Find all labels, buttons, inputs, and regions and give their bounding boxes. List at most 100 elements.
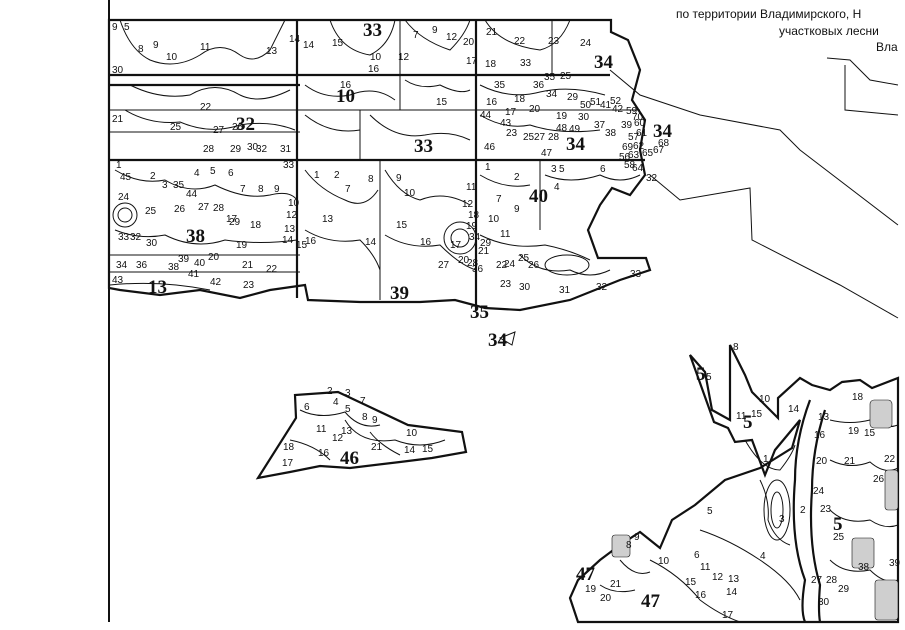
plot-label: 32	[596, 282, 608, 293]
plot-label: 10	[288, 198, 300, 209]
plot-label: 22	[200, 102, 212, 113]
plot-label: 39	[889, 558, 901, 569]
plot-label: 15	[751, 409, 763, 420]
plot-label: 41	[600, 100, 612, 111]
plot-label: 28	[203, 144, 215, 155]
plot-label: 9	[396, 173, 402, 184]
plot-label: 43	[500, 118, 512, 129]
plot-label: 59	[626, 106, 638, 117]
plot-label: 8	[138, 44, 144, 55]
plot-label: 28	[826, 575, 838, 586]
plot-label: 14	[404, 445, 416, 456]
plot-label: 11	[700, 562, 711, 573]
plot-label: 67	[653, 145, 665, 156]
plot-label: 33	[283, 160, 295, 171]
plot-label: 18	[485, 59, 497, 70]
plot-label: 12	[398, 52, 410, 63]
plot-label: 20	[208, 252, 220, 263]
plot-label: 13	[728, 574, 740, 585]
plot-label: 9	[372, 415, 378, 426]
plot-label: 12	[462, 199, 474, 210]
plot-label: 19	[466, 221, 478, 232]
plot-label: 60	[634, 118, 646, 129]
forest-block-main	[107, 18, 652, 312]
plot-label: 16	[318, 448, 330, 459]
plot-label: 23	[506, 128, 518, 139]
quarter-label: 38	[186, 226, 205, 247]
plot-label: 10	[166, 52, 178, 63]
plot-label: 8	[258, 184, 264, 195]
plot-label: 15	[296, 240, 308, 251]
quarter-label: 33	[414, 136, 433, 157]
header-line-1: по территории Владимирского, Н	[676, 7, 861, 21]
quarter-label: 32	[236, 114, 255, 135]
plot-label: 42	[210, 277, 222, 288]
plot-label: 9	[634, 532, 640, 543]
plot-label: 20	[458, 255, 470, 266]
plot-label: 10	[404, 188, 416, 199]
plot-label: 32	[646, 173, 658, 184]
plot-label: 25	[145, 206, 157, 217]
plot-label: 9	[112, 22, 118, 33]
plot-label: 14	[303, 40, 315, 51]
plot-label: 6	[228, 168, 234, 179]
plot-label: 7	[496, 194, 502, 205]
plot-label: 22	[514, 36, 526, 47]
plot-label: 61	[636, 128, 648, 139]
plot-label: 25	[560, 71, 572, 82]
plot-label: 18	[283, 442, 295, 453]
plot-label: 36	[136, 260, 148, 271]
plot-label: 21	[371, 442, 383, 453]
plot-label: 5	[706, 372, 712, 383]
plot-label: 4	[554, 182, 560, 193]
boundary-line	[649, 174, 899, 319]
plot-label: 33	[520, 58, 532, 69]
plot-label: 11	[500, 229, 511, 240]
plot-label: 27	[534, 132, 546, 143]
plot-label: 32	[130, 232, 142, 243]
plot-label: 20	[600, 593, 612, 604]
plot-label: 38	[605, 128, 617, 139]
plot-label: 68	[658, 138, 670, 149]
plot-label: 30	[519, 282, 531, 293]
plot-label: 12	[446, 32, 458, 43]
plot-label: 17	[226, 214, 238, 225]
plot-label: 4	[333, 397, 339, 408]
plot-label: 1	[314, 170, 320, 181]
plot-label: 13	[266, 46, 278, 57]
plot-label: 11	[736, 411, 747, 422]
plot-label: 16	[368, 64, 380, 75]
plot-label: 40	[194, 258, 206, 269]
plot-label: 37	[594, 120, 606, 131]
plot-label: 20	[816, 456, 828, 467]
plot-label: 25	[833, 532, 845, 543]
plot-label: 42	[612, 104, 624, 115]
quarter-label: 34	[653, 121, 673, 142]
plot-label: 5	[210, 166, 216, 177]
plot-label: 8	[368, 174, 374, 185]
boundary-line	[826, 57, 899, 86]
plot-label: 3	[345, 388, 351, 399]
plot-label: 43	[112, 275, 124, 286]
plot-label: 15	[685, 577, 697, 588]
plot-label: 18	[250, 220, 262, 231]
plot-label: 65	[642, 148, 654, 159]
plot-label: 22	[266, 264, 278, 275]
plot-label: 30	[146, 238, 158, 249]
plot-label: 28	[548, 132, 560, 143]
plot-label: 39	[621, 120, 633, 131]
plot-label: 10	[759, 394, 771, 405]
plot-label: 28	[213, 203, 225, 214]
plot-label: 22	[884, 454, 896, 465]
plot-label: 8	[626, 540, 632, 551]
plot-label: 24	[118, 192, 130, 203]
plot-label: 5	[124, 22, 130, 33]
plot-label: 8	[362, 412, 368, 423]
quarter-labels: 33 10 32 33 34 34 34 40 38 39 13 35 34 4…	[148, 20, 843, 612]
plot-label: 11	[316, 424, 327, 435]
plot-label: 23	[820, 504, 832, 515]
